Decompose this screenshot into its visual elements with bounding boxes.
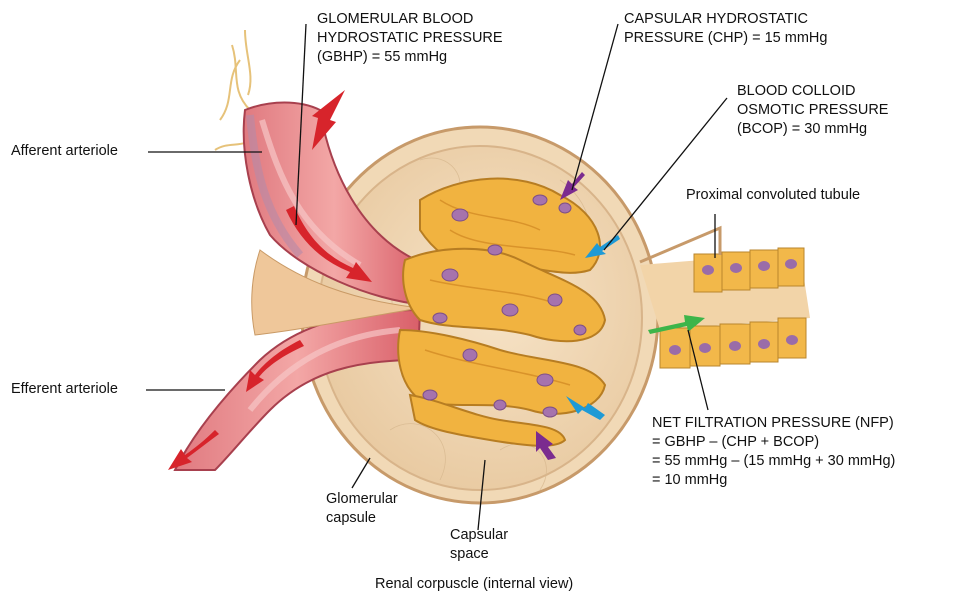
- proximal-tubule: [640, 228, 810, 368]
- proximal-tubule-label: Proximal convoluted tubule: [686, 186, 860, 205]
- bcop-label-line: (BCOP) = 30 mmHg: [737, 120, 888, 139]
- glomerular-capsule-label: Glomerular capsule: [326, 490, 398, 528]
- nfp-label-line: = 55 mmHg – (15 mmHg + 30 mmHg): [652, 452, 895, 471]
- bcop-label-line: OSMOTIC PRESSURE: [737, 101, 888, 120]
- nfp-label-line: = GBHP – (CHP + BCOP): [652, 433, 895, 452]
- nfp-label-line: NET FILTRATION PRESSURE (NFP): [652, 414, 895, 433]
- efferent-arteriole-label: Efferent arteriole: [11, 380, 118, 399]
- gbhp-label: GLOMERULAR BLOOD HYDROSTATIC PRESSURE (G…: [317, 10, 503, 67]
- glomerular-capsule-label-line: Glomerular: [326, 490, 398, 509]
- chp-label: CAPSULAR HYDROSTATIC PRESSURE (CHP) = 15…: [624, 10, 827, 48]
- capsular-space-label-line: space: [450, 545, 508, 564]
- bcop-label-line: BLOOD COLLOID: [737, 82, 888, 101]
- nfp-label: NET FILTRATION PRESSURE (NFP) = GBHP – (…: [652, 414, 895, 490]
- gbhp-label-line: GLOMERULAR BLOOD: [317, 10, 503, 29]
- glomerular-capsule-label-line: capsule: [326, 509, 398, 528]
- figure-caption: Renal corpuscle (internal view): [375, 575, 573, 594]
- gbhp-label-line: (GBHP) = 55 mmHg: [317, 48, 503, 67]
- capsular-space-label: Capsular space: [450, 526, 508, 564]
- capsular-space-label-line: Capsular: [450, 526, 508, 545]
- afferent-arteriole-label: Afferent arteriole: [11, 142, 118, 161]
- gbhp-label-line: HYDROSTATIC PRESSURE: [317, 29, 503, 48]
- chp-label-line: CAPSULAR HYDROSTATIC: [624, 10, 827, 29]
- bcop-label: BLOOD COLLOID OSMOTIC PRESSURE (BCOP) = …: [737, 82, 888, 139]
- nfp-label-line: = 10 mmHg: [652, 471, 895, 490]
- chp-label-line: PRESSURE (CHP) = 15 mmHg: [624, 29, 827, 48]
